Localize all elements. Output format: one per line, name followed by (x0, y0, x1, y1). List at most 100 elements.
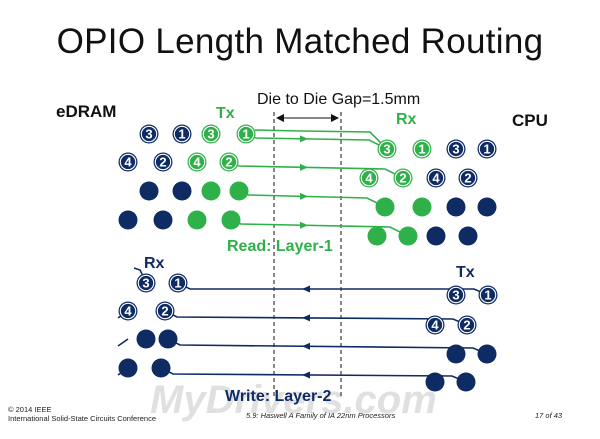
pin-number: 2 (399, 171, 406, 186)
pin-ball (136, 329, 156, 349)
pin-ball-4: 4 (359, 168, 379, 188)
pin-ball (456, 372, 476, 392)
tx-top-label: Tx (216, 105, 235, 122)
pin-ball-2: 2 (219, 152, 239, 172)
write-route-3 (167, 338, 488, 355)
pin-number: 1 (174, 276, 181, 291)
pin-ball-3: 3 (446, 139, 466, 159)
pin-ball-1: 1 (168, 273, 188, 293)
pin-ball (477, 344, 497, 364)
signal-direction-arrow (300, 135, 308, 143)
pin-ball (446, 197, 466, 217)
conference-text: International Solid-State Circuits Confe… (8, 414, 156, 423)
pin-ball (221, 210, 241, 230)
pin-number: 4 (124, 304, 132, 319)
signal-direction-arrow (300, 221, 308, 229)
pin-ball (201, 181, 221, 201)
pin-ball-2: 2 (393, 168, 413, 188)
pin-ball (367, 226, 387, 246)
pin-number: 2 (225, 155, 232, 170)
pin-ball-4: 4 (187, 152, 207, 172)
pin-ball-3: 3 (446, 285, 466, 305)
pin-ball (446, 344, 466, 364)
pin-ball-1: 1 (477, 139, 497, 159)
rx-top-label: Rx (396, 111, 417, 128)
pin-number: 1 (418, 142, 425, 157)
signal-direction-arrow (300, 192, 308, 200)
edram-label: eDRAM (56, 102, 116, 121)
pin-ball (412, 197, 432, 217)
pin-number: 1 (483, 142, 490, 157)
write-stub-3 (117, 338, 129, 347)
pin-ball (172, 181, 192, 201)
pin-number: 2 (161, 304, 168, 319)
watermark-text: MyDrivers.com (150, 378, 437, 422)
pin-ball (118, 358, 138, 378)
paper-title: 5.9: Haswell A Family of IA 22nm Process… (246, 411, 396, 420)
pin-ball-3: 3 (139, 124, 159, 144)
cpu-label: CPU (512, 111, 548, 130)
pin-ball (375, 197, 395, 217)
pin-number: 4 (432, 171, 440, 186)
pin-ball-2: 2 (458, 168, 478, 188)
pin-number: 4 (365, 171, 373, 186)
pin-ball (229, 181, 249, 201)
pin-ball-4: 4 (426, 168, 446, 188)
pin-number: 3 (145, 127, 152, 142)
pin-ball (118, 210, 138, 230)
slide-title: OPIO Length Matched Routing (56, 22, 544, 61)
pin-ball-4: 4 (118, 152, 138, 172)
pin-ball-1: 1 (478, 285, 498, 305)
pin-ball-2: 2 (153, 152, 173, 172)
copyright-text: © 2014 IEEE (8, 405, 52, 414)
signal-direction-arrow (302, 314, 310, 322)
die-gap-label: Die to Die Gap=1.5mm (257, 91, 420, 108)
pin-ball (151, 358, 171, 378)
read-layer-label: Read: Layer-1 (227, 238, 333, 255)
write-route-2 (164, 310, 468, 326)
pin-ball-2: 2 (457, 315, 477, 335)
pin-ball-1: 1 (412, 139, 432, 159)
signal-direction-arrow (302, 371, 310, 379)
pin-number: 4 (124, 155, 132, 170)
pin-ball-4: 4 (425, 315, 445, 335)
pin-ball-2: 2 (155, 301, 175, 321)
pin-ball (398, 226, 418, 246)
write-route-1 (177, 282, 489, 296)
pin-ball-1: 1 (236, 124, 256, 144)
pin-ball (458, 226, 478, 246)
pin-ball-3: 3 (136, 273, 156, 293)
pin-ball-3: 3 (377, 139, 397, 159)
pin-ball (477, 197, 497, 217)
signal-direction-arrow (302, 342, 310, 350)
write-layer-label: Write: Layer-2 (225, 388, 332, 405)
pin-number: 1 (484, 288, 491, 303)
pin-ball (153, 210, 173, 230)
pin-number: 3 (383, 142, 390, 157)
pin-ball (187, 210, 207, 230)
pin-number: 4 (431, 318, 439, 333)
pin-number: 1 (242, 127, 249, 142)
pin-number: 1 (178, 127, 185, 142)
pin-ball (139, 181, 159, 201)
pin-number: 3 (452, 142, 459, 157)
pin-ball (158, 329, 178, 349)
pin-number: 3 (142, 276, 149, 291)
signal-direction-arrow (302, 285, 310, 293)
pin-ball (425, 372, 445, 392)
pin-number: 3 (452, 288, 459, 303)
pin-ball-4: 4 (118, 301, 138, 321)
read-route-1 (245, 133, 388, 150)
pin-number: 3 (207, 127, 214, 142)
pin-ball (426, 226, 446, 246)
signal-direction-arrow (300, 163, 308, 171)
footer-left: © 2014 IEEE International Solid-State Ci… (8, 405, 156, 423)
pin-number: 2 (464, 171, 471, 186)
pin-number: 4 (193, 155, 201, 170)
tx-bottom-label: Tx (456, 264, 475, 281)
read-route-3 (238, 190, 386, 208)
page-number: 17 of 43 (535, 411, 563, 420)
